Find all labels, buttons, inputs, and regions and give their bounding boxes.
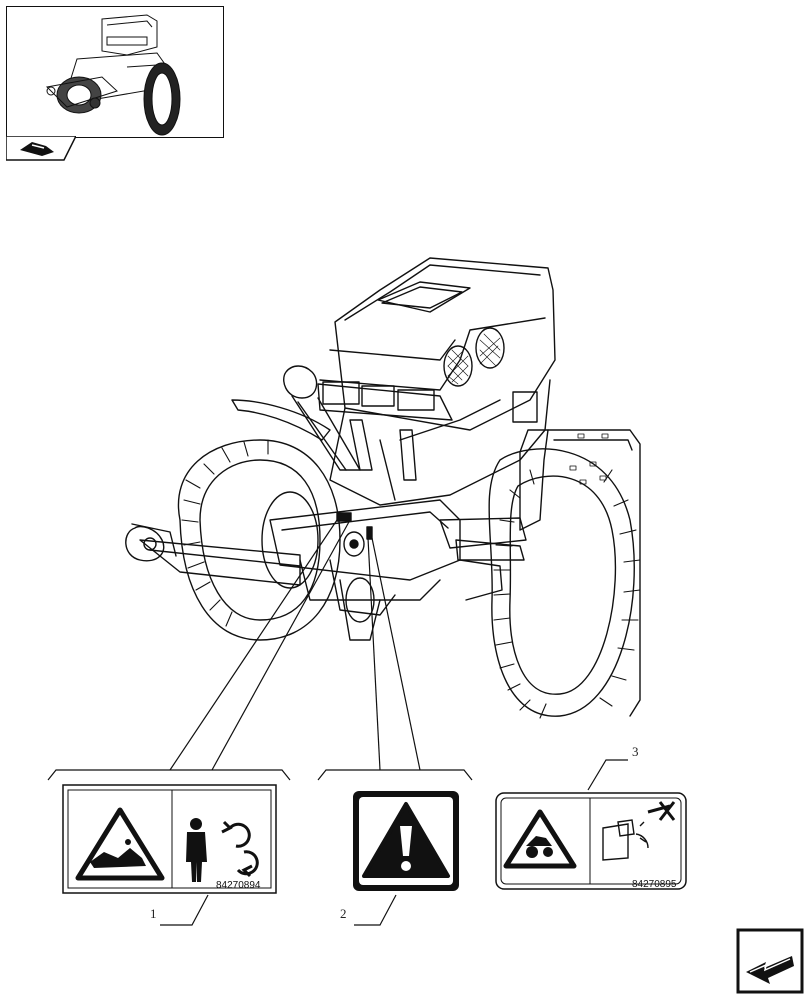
decal-3-part-number: 84270895: [632, 879, 677, 890]
overview-thumbnail[interactable]: [6, 6, 224, 138]
book-tab-icon: [5, 135, 78, 161]
tractor-illustration: [125, 257, 641, 719]
crush-hazard-warning-icon: [75, 807, 165, 881]
decal-2: [353, 791, 459, 891]
next-page-button[interactable]: [736, 928, 804, 994]
tractor-hazard-warning-icon: [503, 809, 577, 869]
callout-3: 3: [632, 744, 639, 759]
general-warning-triangle-icon: [362, 802, 450, 878]
decal-1-part-number: 84270894: [216, 880, 261, 891]
do-not-weld-icon: [602, 801, 676, 861]
next-page-arrow-icon: [736, 928, 804, 994]
tractor-thumbnail-icon: [45, 14, 181, 136]
decal-3: 84270895: [495, 792, 687, 890]
decal-1: 84270894: [62, 784, 277, 894]
person-standing-icon: [186, 818, 207, 882]
callout-1: 1: [150, 906, 157, 921]
book-tab[interactable]: [5, 135, 78, 166]
callout-2: 2: [340, 906, 347, 921]
leader-lines: [47, 519, 628, 926]
rotation-arrows-icon: [221, 820, 259, 878]
